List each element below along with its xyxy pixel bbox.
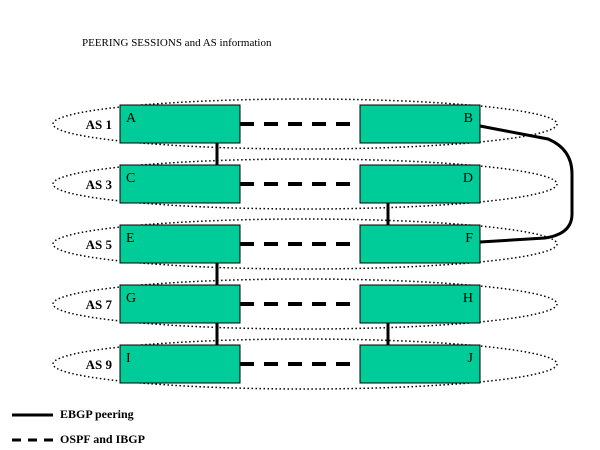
router-box-c (119, 164, 241, 204)
ebgp-link (479, 124, 574, 244)
as-label: AS 7 (86, 297, 113, 312)
router-label: G (126, 291, 136, 306)
router-label: H (463, 291, 473, 306)
as-boundary-ellipse (52, 218, 558, 270)
as-boundary-ellipse (52, 158, 558, 210)
diagram-title: PEERING SESSIONS and AS information (82, 37, 272, 49)
legend-ibgp-label: OSPF and IBGP (60, 432, 145, 446)
router-box-d (359, 164, 481, 204)
router-label: D (463, 171, 473, 186)
legend-ebgp-label: EBGP peering (60, 407, 134, 421)
as-label: AS 3 (86, 177, 113, 192)
router-box-f (359, 224, 481, 264)
as-boundary-ellipse (52, 338, 558, 390)
as-label: AS 1 (86, 117, 112, 132)
router-label: B (464, 111, 473, 126)
router-label: J (468, 351, 474, 366)
as-boundary-ellipse (52, 278, 558, 330)
as-boundary-ellipse (52, 98, 558, 150)
router-box-i (119, 344, 241, 384)
router-label: A (126, 111, 137, 126)
router-label: E (126, 231, 135, 246)
router-box-e (119, 224, 241, 264)
as-label: AS 9 (86, 357, 113, 372)
router-label: C (126, 171, 135, 186)
router-box-b (359, 104, 481, 144)
router-label: I (126, 351, 131, 366)
router-box-h (359, 284, 481, 324)
router-label: F (465, 231, 473, 246)
as-label: AS 5 (86, 237, 113, 252)
router-box-j (359, 344, 481, 384)
router-box-a (119, 104, 241, 144)
router-box-g (119, 284, 241, 324)
